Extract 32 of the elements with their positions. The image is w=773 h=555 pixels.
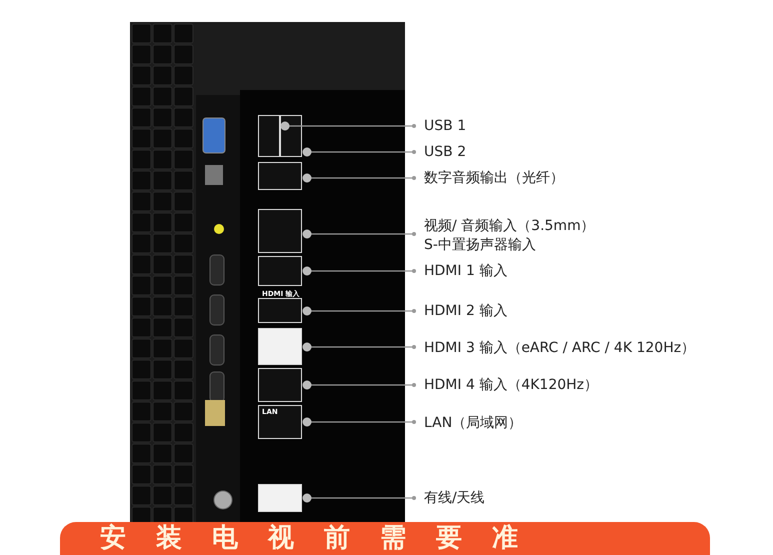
leader-line: [280, 122, 416, 130]
leader-line: [302, 418, 416, 426]
leader-line: [302, 494, 416, 502]
port-label-panel: [258, 328, 302, 365]
leader-line: [302, 306, 416, 316]
leader-line: [302, 342, 416, 352]
port-label-panel: [280, 115, 302, 157]
leader-line: [302, 266, 416, 276]
callout-label: HDMI 3 输入（eARC / ARC / 4K 120Hz）: [424, 339, 696, 358]
callout-label: 数字音频输出（光纤）: [424, 169, 564, 188]
port-label-panel: [258, 115, 280, 157]
leader-line: [302, 174, 416, 182]
callout-label: USB 1: [424, 117, 466, 136]
banner-text: 安装电视前需要准: [100, 523, 548, 553]
port-label-panel: [258, 162, 302, 190]
port-label-panel: [258, 256, 302, 286]
callout-label: S-中置扬声器输入: [424, 236, 537, 255]
callout-label: LAN（局域网）: [424, 414, 522, 433]
port-label-panel: [258, 484, 302, 512]
port-label-panel: [258, 368, 302, 402]
port-label-panel: [258, 209, 302, 253]
callout-label: 有线/天线: [424, 489, 485, 508]
leader-line: [302, 230, 416, 238]
callout-label: HDMI 1 输入: [424, 262, 508, 281]
port-label-panel: [258, 298, 302, 323]
callout-label: USB 2: [424, 143, 466, 162]
callout-label: HDMI 2 输入: [424, 302, 508, 321]
leader-line: [302, 148, 416, 156]
callout-label: 视频/ 音频输入（3.5mm）: [424, 217, 595, 236]
port-label-panel: [258, 405, 302, 439]
callout-label: HDMI 4 输入（4K120Hz）: [424, 376, 598, 395]
leader-line: [302, 380, 416, 390]
